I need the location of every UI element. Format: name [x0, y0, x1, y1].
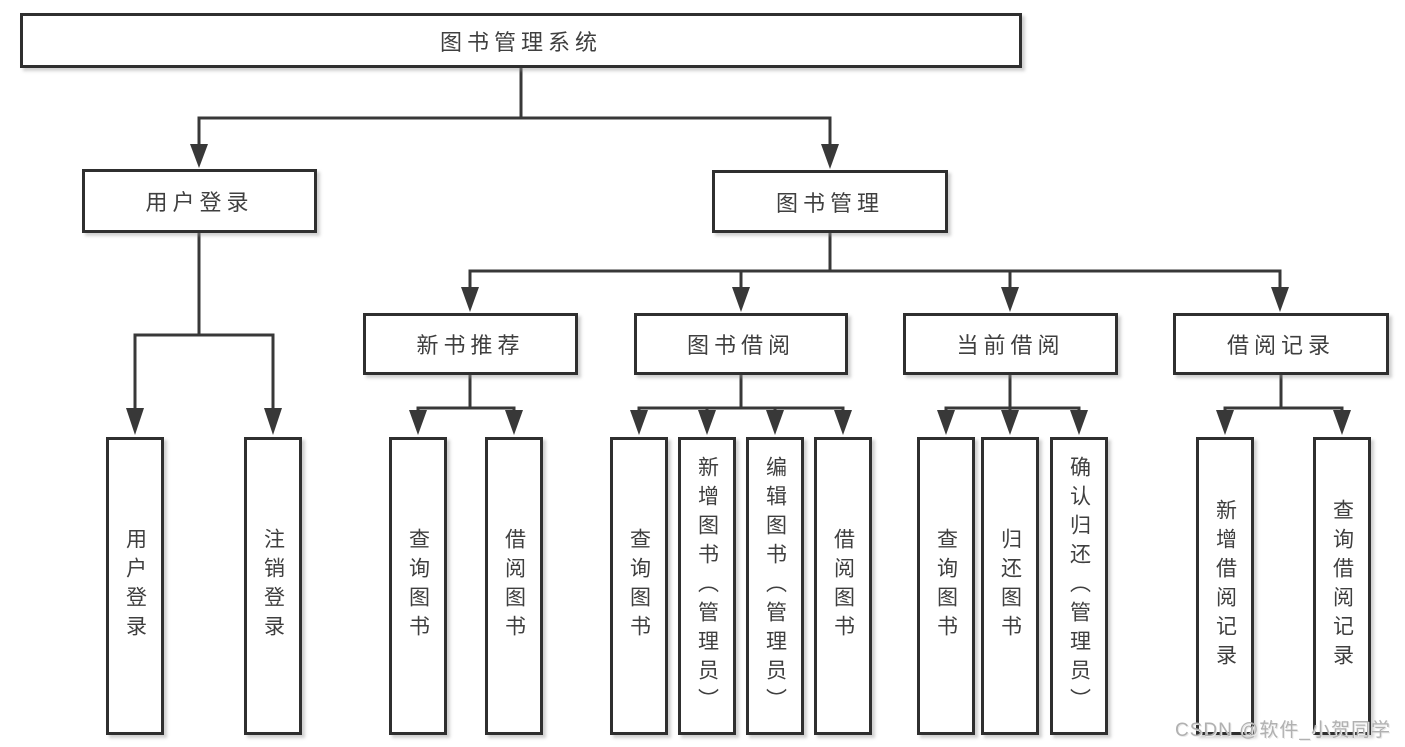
leaf-query-books-newbook-label: 查询图书 [406, 528, 430, 644]
leaf-logout: 注销登录 [244, 437, 302, 735]
leaf-query-borrow-record-label: 查询借阅记录 [1330, 499, 1354, 673]
node-current-borrowing: 当前借阅 [903, 313, 1118, 375]
connector-userlogin-to-leaves [133, 233, 275, 409]
leaf-query-books-borrow-label: 查询图书 [627, 528, 651, 644]
leaf-query-books-newbook: 查询图书 [389, 437, 447, 735]
leaf-logout-label: 注销登录 [261, 528, 285, 644]
leaf-user-login: 用户登录 [106, 437, 164, 735]
leaf-return-books-label: 归还图书 [998, 528, 1022, 644]
leaf-edit-book-admin: 编辑图书（管理员） [746, 437, 804, 735]
leaf-confirm-return-admin: 确认归还（管理员） [1050, 437, 1108, 735]
node-user-login-label: 用户登录 [145, 190, 254, 215]
connector-current-to-leaves [944, 375, 1081, 411]
leaf-query-books-borrow: 查询图书 [610, 437, 668, 735]
connector-newbook-to-leaves [416, 375, 516, 411]
leaf-add-book-admin: 新增图书（管理员） [678, 437, 736, 735]
leaf-borrow-books-newbook: 借阅图书 [485, 437, 543, 735]
node-borrowing-records-label: 借阅记录 [1226, 333, 1335, 358]
connector-records-to-leaves [1223, 375, 1344, 411]
connector-bookmgmt-to-level3 [468, 233, 1282, 288]
node-book-management: 图书管理 [712, 170, 948, 233]
node-new-book-recommend-label: 新书推荐 [416, 333, 525, 358]
leaf-edit-book-admin-label: 编辑图书（管理员） [763, 455, 787, 717]
node-system-root-label: 图书管理系统 [439, 29, 602, 55]
node-book-borrowing-label: 图书借阅 [686, 333, 795, 358]
leaf-query-borrow-record: 查询借阅记录 [1313, 437, 1371, 735]
node-book-management-label: 图书管理 [775, 190, 884, 216]
leaf-user-login-label: 用户登录 [123, 528, 147, 644]
leaf-add-book-admin-label: 新增图书（管理员） [695, 455, 719, 717]
leaf-confirm-return-admin-label: 确认归还（管理员） [1067, 455, 1091, 717]
connector-root-to-level2 [197, 68, 832, 145]
leaf-borrow-books-label: 借阅图书 [831, 528, 855, 644]
node-current-borrowing-label: 当前借阅 [956, 333, 1065, 358]
node-system-root: 图书管理系统 [20, 13, 1022, 68]
watermark-text: CSDN @软件_小贺同学 [1175, 720, 1391, 741]
node-book-borrowing: 图书借阅 [634, 313, 848, 375]
arrowheads [126, 144, 1351, 435]
leaf-borrow-books: 借阅图书 [814, 437, 872, 735]
leaf-add-borrow-record-label: 新增借阅记录 [1213, 499, 1237, 673]
leaf-return-books: 归还图书 [981, 437, 1039, 735]
node-new-book-recommend: 新书推荐 [363, 313, 578, 375]
node-borrowing-records: 借阅记录 [1173, 313, 1389, 375]
node-user-login: 用户登录 [82, 169, 317, 233]
leaf-add-borrow-record: 新增借阅记录 [1196, 437, 1254, 735]
leaf-query-books-current-label: 查询图书 [934, 528, 958, 644]
connector-borrowing-to-leaves [637, 375, 845, 411]
leaf-borrow-books-newbook-label: 借阅图书 [502, 528, 526, 644]
leaf-query-books-current: 查询图书 [917, 437, 975, 735]
